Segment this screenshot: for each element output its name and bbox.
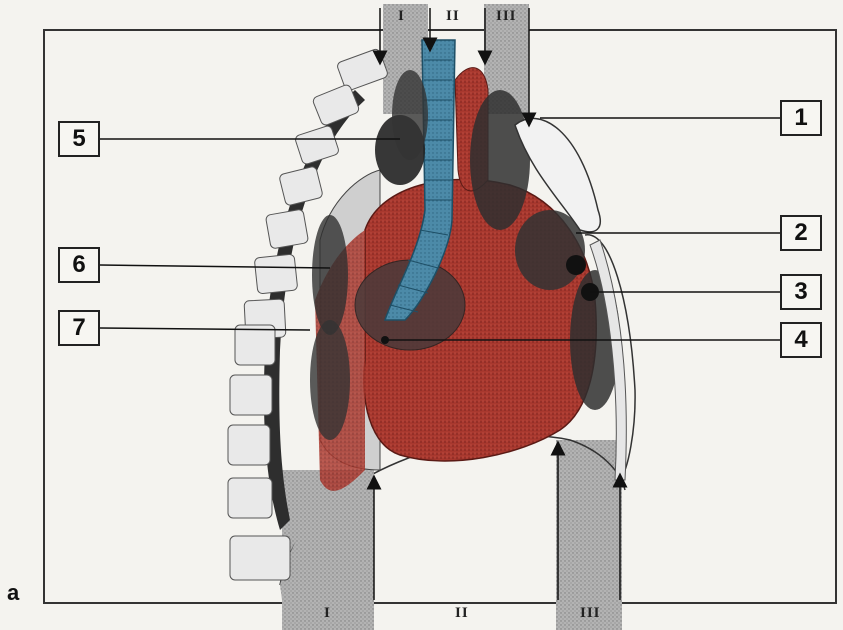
zone-label-bottom-I: I	[324, 605, 331, 622]
node-2	[566, 255, 586, 275]
lymph-node-6	[312, 215, 348, 335]
callout-7: 7	[58, 310, 100, 346]
zone-band-bottom-III	[556, 440, 622, 630]
vessel-upper-right	[470, 90, 530, 230]
leader-dot-7	[381, 336, 389, 344]
zone-label-bottom-III: III	[580, 605, 601, 622]
callout-5: 5	[58, 121, 100, 157]
panel-letter: a	[7, 580, 19, 606]
callout-1: 1	[780, 100, 822, 136]
lymph-node-7	[310, 320, 350, 440]
callout-3: 3	[780, 274, 822, 310]
zone-label-bottom-II: II	[455, 605, 469, 622]
callout-4: 4	[780, 322, 822, 358]
zone-label-top-II: II	[446, 8, 460, 25]
zone-label-top-I: I	[398, 8, 405, 25]
zone-label-top-III: III	[496, 8, 517, 25]
callout-2: 2	[780, 215, 822, 251]
vessel-upper-left	[392, 70, 428, 160]
callout-6: 6	[58, 247, 100, 283]
